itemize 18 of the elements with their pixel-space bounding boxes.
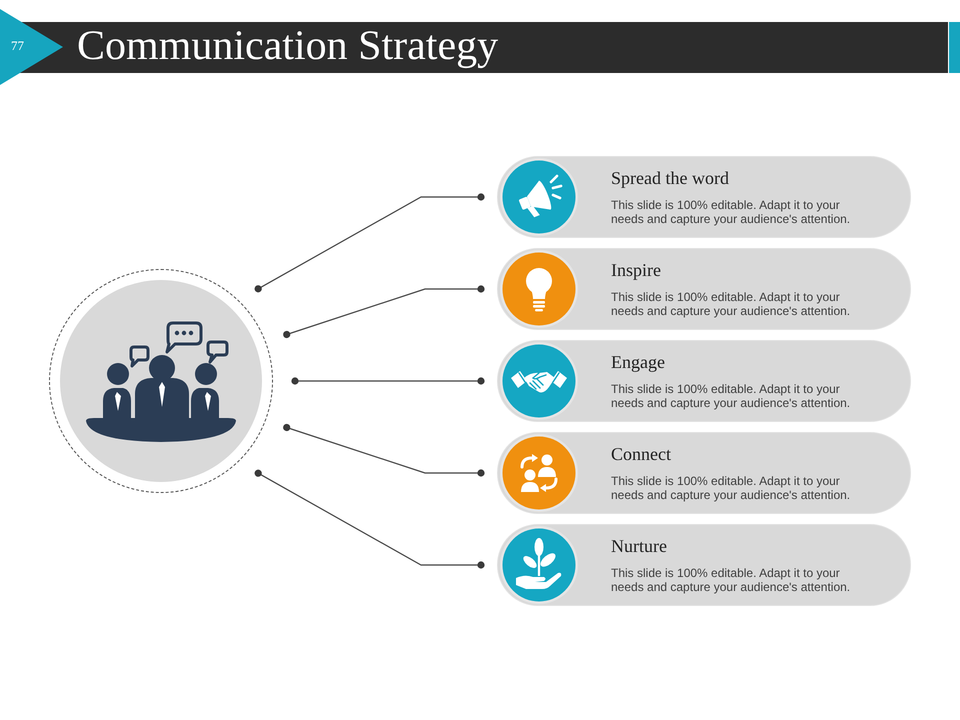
connector-line xyxy=(283,285,485,338)
dashed-ring xyxy=(49,269,273,493)
topic-heading: Spread the word xyxy=(611,168,729,188)
topic-description: This slide is 100% editable. Adapt it to your needs and capture your audience's attention. xyxy=(611,474,852,502)
topic-heading: Engage xyxy=(611,352,665,372)
connector-line xyxy=(254,193,485,292)
topic-heading: Inspire xyxy=(611,260,661,280)
topic-description: This slide is 100% editable. Adapt it to your needs and capture your audience's attention. xyxy=(611,382,852,410)
topic-description: This slide is 100% editable. Adapt it to your needs and capture your audience's attention. xyxy=(611,290,852,318)
topic-description: This slide is 100% editable. Adapt it to your needs and capture your audience's attention. xyxy=(611,198,852,226)
connector-line xyxy=(291,377,485,385)
topic-heading: Connect xyxy=(611,444,671,464)
topic-heading: Nurture xyxy=(611,536,667,556)
topic-description: This slide is 100% editable. Adapt it to your needs and capture your audience's attention. xyxy=(611,566,852,594)
page-number: 77 xyxy=(11,38,24,55)
title: Communication Strategy xyxy=(77,22,498,71)
connector-line xyxy=(254,470,485,569)
connector-line xyxy=(283,424,485,477)
